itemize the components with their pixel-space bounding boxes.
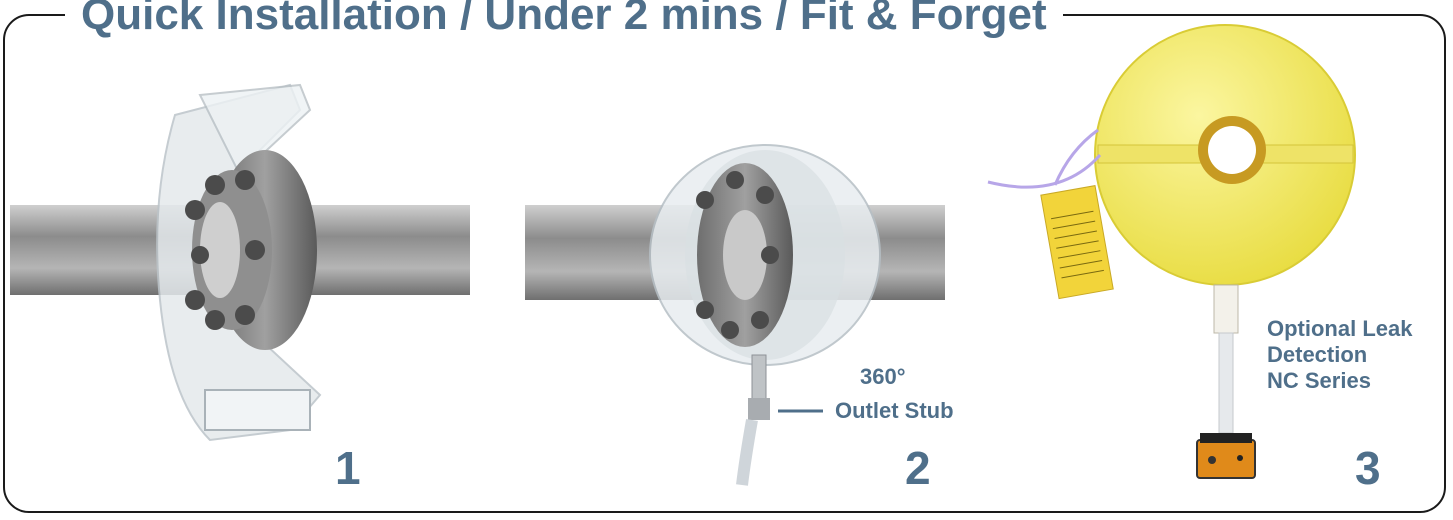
step-2-number: 2: [905, 442, 931, 494]
leak-label-line2: Detection: [1267, 342, 1368, 367]
content-frame: Quick Installation / Under 2 mins / Fit …: [3, 0, 1446, 513]
leak-label-line3: NC Series: [1267, 368, 1371, 393]
page-title: Quick Installation / Under 2 mins / Fit …: [65, 0, 1063, 38]
leak-label-line1: Optional Leak: [1267, 316, 1413, 341]
outlet-label-degrees: 360°: [860, 364, 906, 389]
outlet-label-stub: Outlet Stub: [835, 398, 954, 423]
step-1-number: 1: [335, 442, 361, 494]
step-3-number: 3: [1355, 442, 1381, 494]
